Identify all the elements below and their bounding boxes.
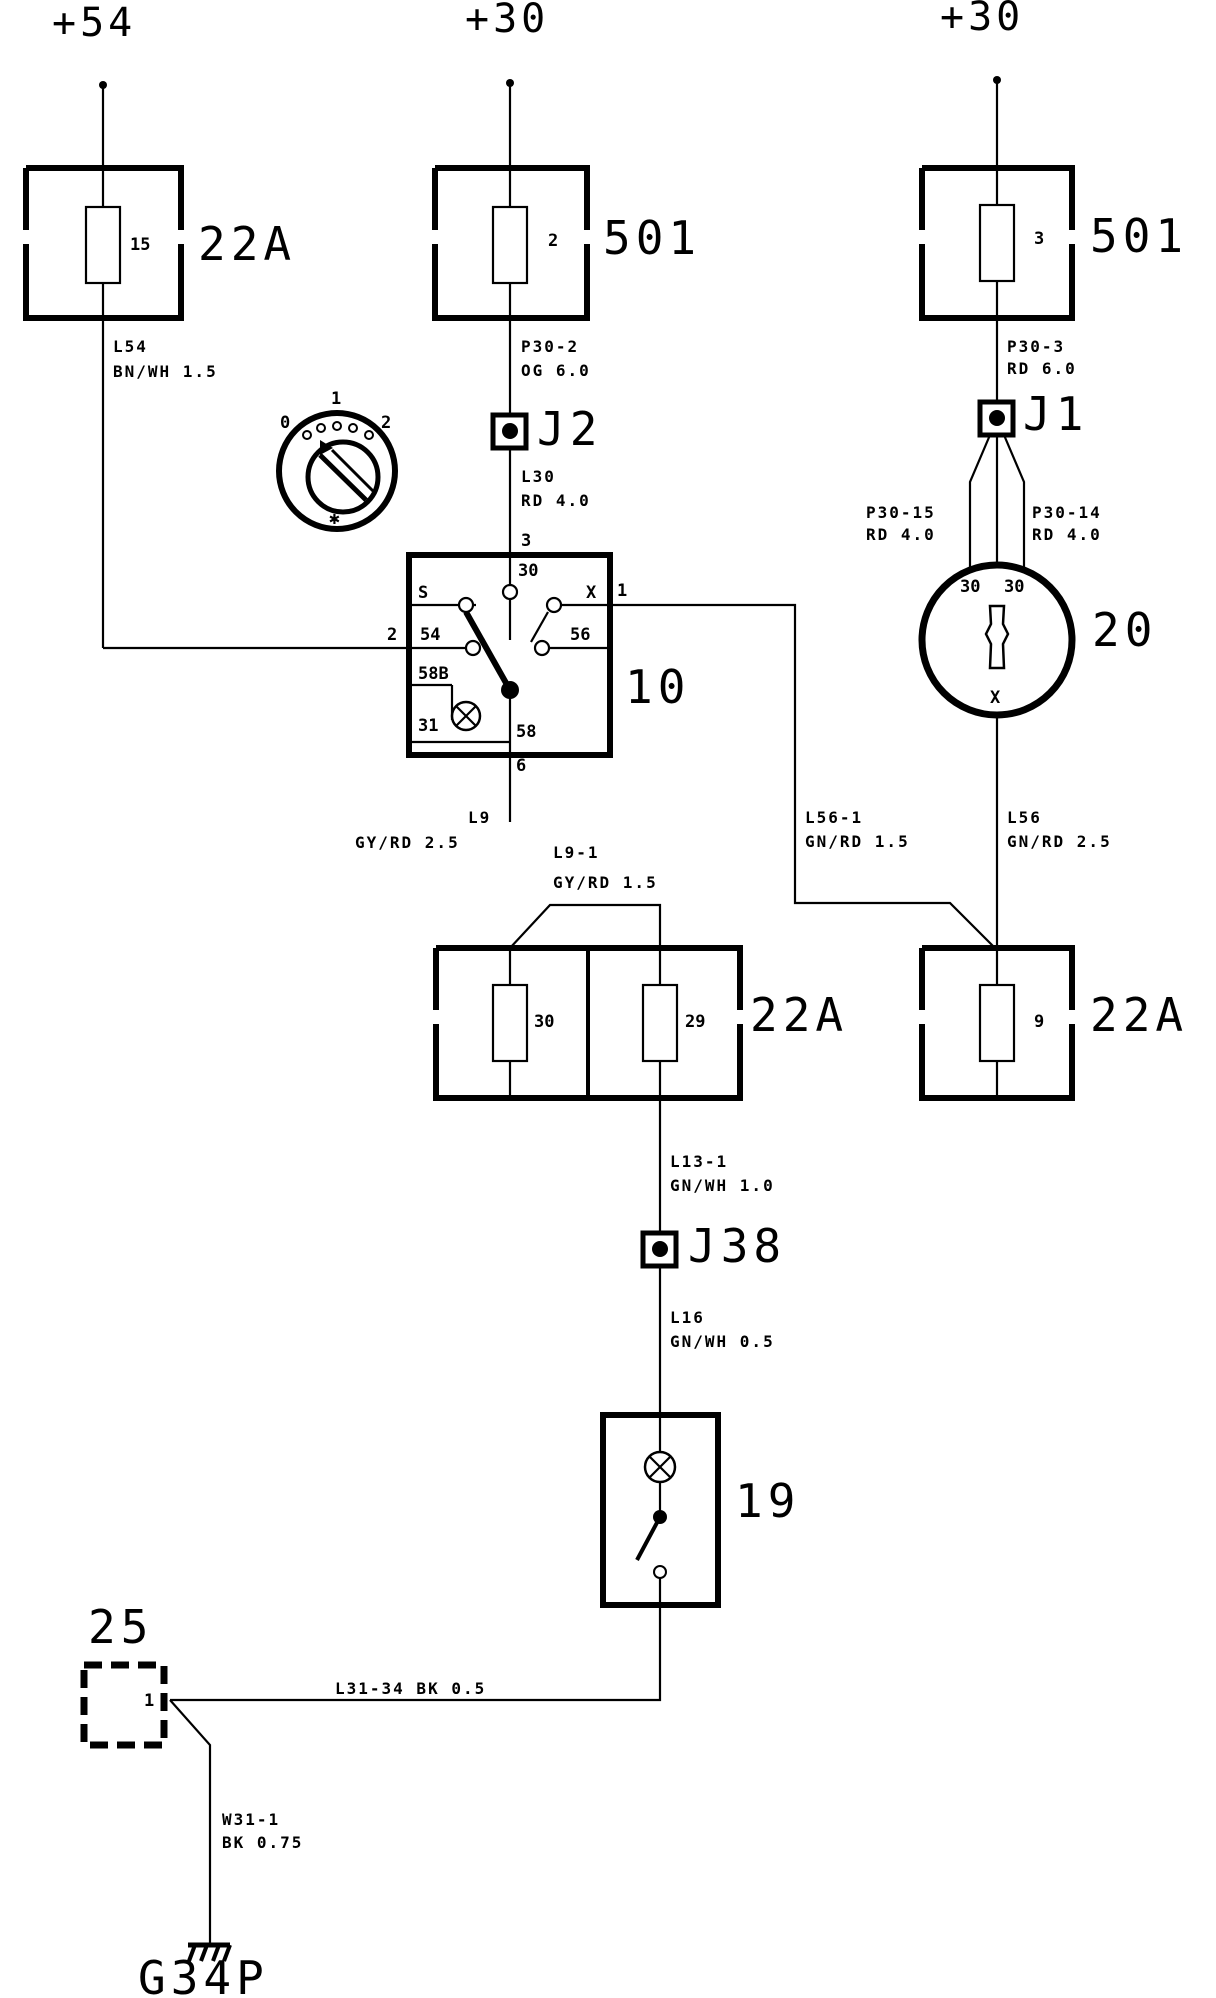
wire-name-l16: L16: [670, 1308, 705, 1327]
fuse-box-22a-right: 9 22A: [919, 945, 1188, 1101]
wire-l31-34: [170, 1605, 662, 1702]
wire-spec-l56: GN/RD 2.5: [1007, 832, 1112, 851]
fuse-box-22a-mid: 30 29 22A: [433, 945, 848, 1150]
wire-spec-l9-1: GY/RD 1.5: [553, 873, 658, 892]
ground-icon: [187, 1942, 232, 1962]
ground-label: G34P: [138, 1951, 269, 1998]
ignition-switch-10: 3 30 S X 1 2 54 56 58B 31 58 6 10: [387, 531, 690, 822]
wire-spec-p30-15: RD 4.0: [866, 525, 936, 544]
component-label: 22A: [198, 217, 296, 271]
key-slot-icon: [984, 604, 1010, 670]
wire-spec-l16: GN/WH 0.5: [670, 1332, 775, 1351]
pin-label: 1: [144, 1691, 154, 1711]
junction-j2: J2: [490, 402, 602, 456]
wire-spec-w31-1: BK 0.75: [222, 1833, 303, 1852]
wire-p30-15: [968, 434, 992, 570]
fuse-box-501-right: 3 501: [919, 80, 1188, 570]
supply-label-30-right: +30: [940, 0, 1024, 40]
component-label: 25: [88, 1600, 153, 1654]
wire-l56-1: [610, 603, 998, 951]
fuse-element: [491, 205, 529, 285]
component-label: 501: [603, 211, 701, 265]
component-label: 10: [625, 660, 690, 714]
fuse-number: 3: [1034, 229, 1044, 249]
lock-20: 30 30 X 20: [918, 561, 1157, 719]
wire-spec-l30: RD 4.0: [521, 491, 591, 510]
wire-name-l13-1: L13-1: [670, 1152, 728, 1171]
ignition-position-icon: ✱ 0 1 2: [276, 389, 398, 532]
supply-label-54: +54: [52, 0, 136, 46]
wire-name-l54: L54: [113, 337, 148, 356]
fuse-number: 15: [130, 235, 150, 255]
wire-name-p30-2: P30-2: [521, 337, 579, 356]
component-label: 501: [1090, 209, 1188, 263]
pin-label: 31: [418, 716, 438, 736]
wire-label-l31-34: L31-34 BK 0.5: [335, 1679, 486, 1698]
fuse-element: [491, 983, 529, 1063]
supply-label-30-left: +30: [465, 0, 549, 42]
component-label: 19: [735, 1474, 800, 1528]
pin-label: 6: [516, 756, 526, 776]
pin-label: 56: [570, 625, 590, 645]
wire-spec-l54: BN/WH 1.5: [113, 362, 218, 381]
position-label-1: 1: [331, 389, 341, 409]
pin-label: 3: [521, 531, 531, 551]
fuse-box-22a-top: 15 22A: [23, 85, 296, 648]
position-label-2: 2: [381, 413, 391, 433]
wire-spec-p30-2: OG 6.0: [521, 361, 591, 380]
component-label: 20: [1092, 603, 1157, 657]
fuse-number: 2: [548, 231, 558, 251]
wire-name-l30: L30: [521, 467, 556, 486]
wire-p30-14: [1002, 434, 1026, 570]
fuse-number: 29: [685, 1012, 705, 1032]
connector-25: 1 25: [80, 1600, 168, 1749]
wire-spec-l9: GY/RD 2.5: [355, 833, 460, 852]
fuse-element: [641, 983, 679, 1063]
wire-spec-l56-1: GN/RD 1.5: [805, 832, 910, 851]
junction-j1: J1: [977, 387, 1088, 441]
position-label-0: 0: [280, 413, 290, 433]
wire-l9-1: [509, 903, 662, 949]
wire-name-l9: L9: [468, 808, 491, 827]
lamp-switch-19: 19: [600, 1412, 800, 1608]
wire-name-l9-1: L9-1: [553, 843, 600, 862]
wire-name-w31-1: W31-1: [222, 1810, 280, 1829]
pin-label: S: [418, 583, 428, 603]
fuse-number: 30: [534, 1012, 554, 1032]
fuse-element: [84, 205, 122, 285]
pin-label: 54: [420, 625, 440, 645]
junction-label: J38: [688, 1219, 786, 1273]
wire-name-p30-14: P30-14: [1032, 503, 1102, 522]
junction-label: J1: [1023, 387, 1088, 441]
pin-label: 30: [518, 561, 538, 581]
junction-label: J2: [537, 402, 602, 456]
pin-label: 1: [617, 581, 627, 601]
wire-name-l56: L56: [1007, 808, 1042, 827]
pin-label: 58B: [418, 664, 449, 684]
asterisk-icon: ✱: [329, 508, 340, 529]
pin-label: 30: [960, 577, 980, 597]
wire-name-l56-1: L56-1: [805, 808, 863, 827]
pin-label: X: [990, 688, 1001, 708]
junction-j38: J38: [640, 1219, 786, 1273]
fuse-number: 9: [1034, 1012, 1044, 1032]
fuse-box-501-mid: 2 501: [432, 83, 701, 556]
pin-label: 30: [1004, 577, 1024, 597]
pin-label: 2: [387, 625, 397, 645]
component-label: 22A: [1090, 988, 1188, 1042]
wire-name-p30-15: P30-15: [866, 503, 936, 522]
fuse-element: [978, 983, 1016, 1063]
wire-w31-1: [169, 1699, 212, 1945]
pin-label: 58: [516, 722, 536, 742]
wire-spec-p30-14: RD 4.0: [1032, 525, 1102, 544]
wire-spec-l13-1: GN/WH 1.0: [670, 1176, 775, 1195]
wire-name-p30-3: P30-3: [1007, 337, 1065, 356]
wire-spec-p30-3: RD 6.0: [1007, 359, 1077, 378]
pin-label: X: [586, 583, 597, 603]
fuse-element: [978, 203, 1016, 283]
component-label: 22A: [750, 988, 848, 1042]
